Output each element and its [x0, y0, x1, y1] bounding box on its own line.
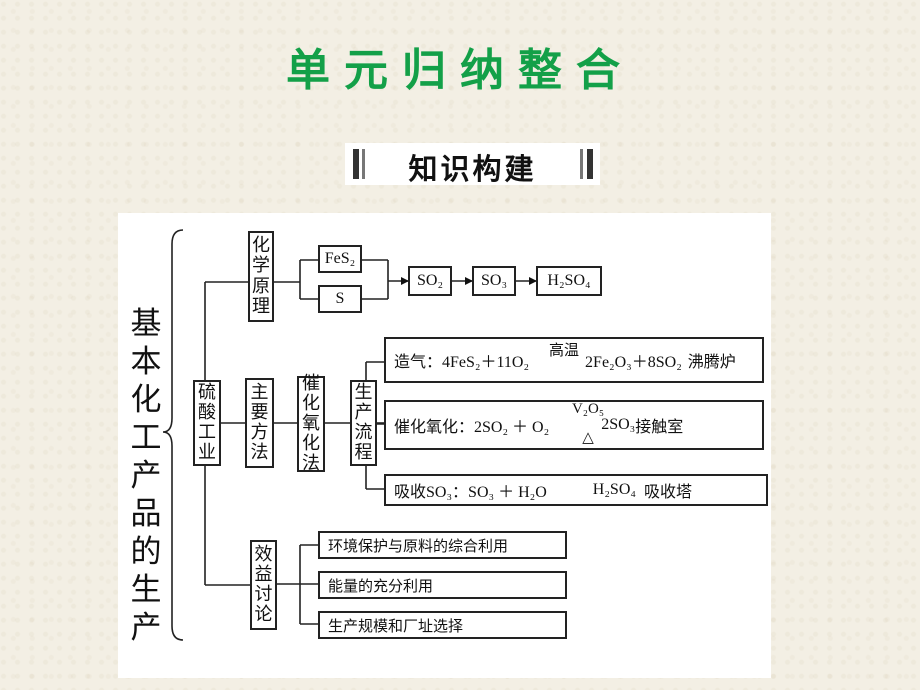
- step-roasting-right: 2Fe₂O₃＋8SO₂: [585, 354, 682, 371]
- raw-material-s: S: [318, 285, 362, 313]
- step-absorption: 吸收SO₃： SO₃ ＋ H₂O H₂SO₄ 吸收塔: [384, 474, 768, 506]
- benefit-item-environment: 环境保护与原料的综合利用: [318, 531, 567, 559]
- header-bar-right: [587, 149, 593, 179]
- raw-material-fes2: FeS₂: [318, 245, 362, 273]
- step-roasting-left: 4FeS₂＋11O₂: [442, 354, 530, 371]
- industry-box: 硫酸工业: [193, 380, 221, 466]
- benefit-item-scale-site: 生产规模和厂址选择: [318, 611, 567, 639]
- chain-so3: SO₃: [472, 266, 516, 296]
- benefit-label: 效益讨论: [254, 543, 273, 626]
- step-roasting: 造气： 4FeS₂＋11O₂ 2Fe₂O₃＋8SO₂ 沸腾炉: [384, 337, 764, 383]
- header-bar-left: [353, 149, 359, 179]
- step-catalytic-right: 2SO₃: [601, 416, 636, 433]
- header-bar-left-thin: [362, 149, 365, 179]
- section-title: 知识构建: [408, 152, 537, 186]
- section-header: 知识构建: [345, 143, 600, 186]
- catalytic-box: 催化氧化法: [297, 372, 325, 475]
- step-absorption-prefix: 吸收SO₃：: [394, 484, 469, 501]
- step-roasting-prefix: 造气：: [394, 354, 443, 371]
- link-merge: [362, 259, 389, 300]
- link-raw-materials: [272, 259, 318, 300]
- step-absorption-left: SO₃ ＋ H₂O: [468, 484, 547, 501]
- step-absorption-equipment: 吸收塔: [643, 484, 692, 501]
- catalytic-label: 催化氧化法: [302, 372, 320, 475]
- page-title: 单元归纳整合: [286, 45, 634, 96]
- principle-box: 化学原理: [248, 231, 274, 322]
- process-box: 生产流程: [350, 380, 377, 466]
- header-bar-right-thin: [580, 149, 583, 179]
- step-catalytic-left: 2SO₂ ＋ O₂: [474, 419, 550, 436]
- step-catalytic-prefix: 催化氧化：: [394, 419, 475, 436]
- process-label: 生产流程: [354, 381, 373, 464]
- condition-high-temp: 高温: [548, 341, 579, 359]
- chain-h2so4: H₂SO₄: [536, 266, 602, 296]
- root-label: 基本化工产品的生产: [130, 306, 162, 646]
- step-absorption-right: H₂SO₄: [592, 481, 636, 498]
- catalyst-v2o5: V₂O₅: [571, 401, 605, 417]
- benefit-item-energy: 能量的充分利用: [318, 571, 567, 599]
- method-label: 主要方法: [250, 381, 269, 464]
- step-catalytic-oxidation: 催化氧化： 2SO₂ ＋ O₂ 2SO₃ 接触室: [384, 400, 764, 450]
- method-box: 主要方法: [245, 378, 274, 468]
- benefit-box: 效益讨论: [250, 540, 277, 630]
- chain-so2: SO₂: [408, 266, 452, 296]
- link-benefit-items: [277, 544, 318, 625]
- heat-symbol: △: [582, 428, 594, 446]
- root-brace: [162, 229, 184, 641]
- step-roasting-equipment: 沸腾炉: [687, 354, 736, 371]
- industry-label: 硫酸工业: [198, 381, 216, 464]
- principle-label: 化学原理: [252, 235, 270, 317]
- step-catalytic-equipment: 接触室: [635, 419, 684, 436]
